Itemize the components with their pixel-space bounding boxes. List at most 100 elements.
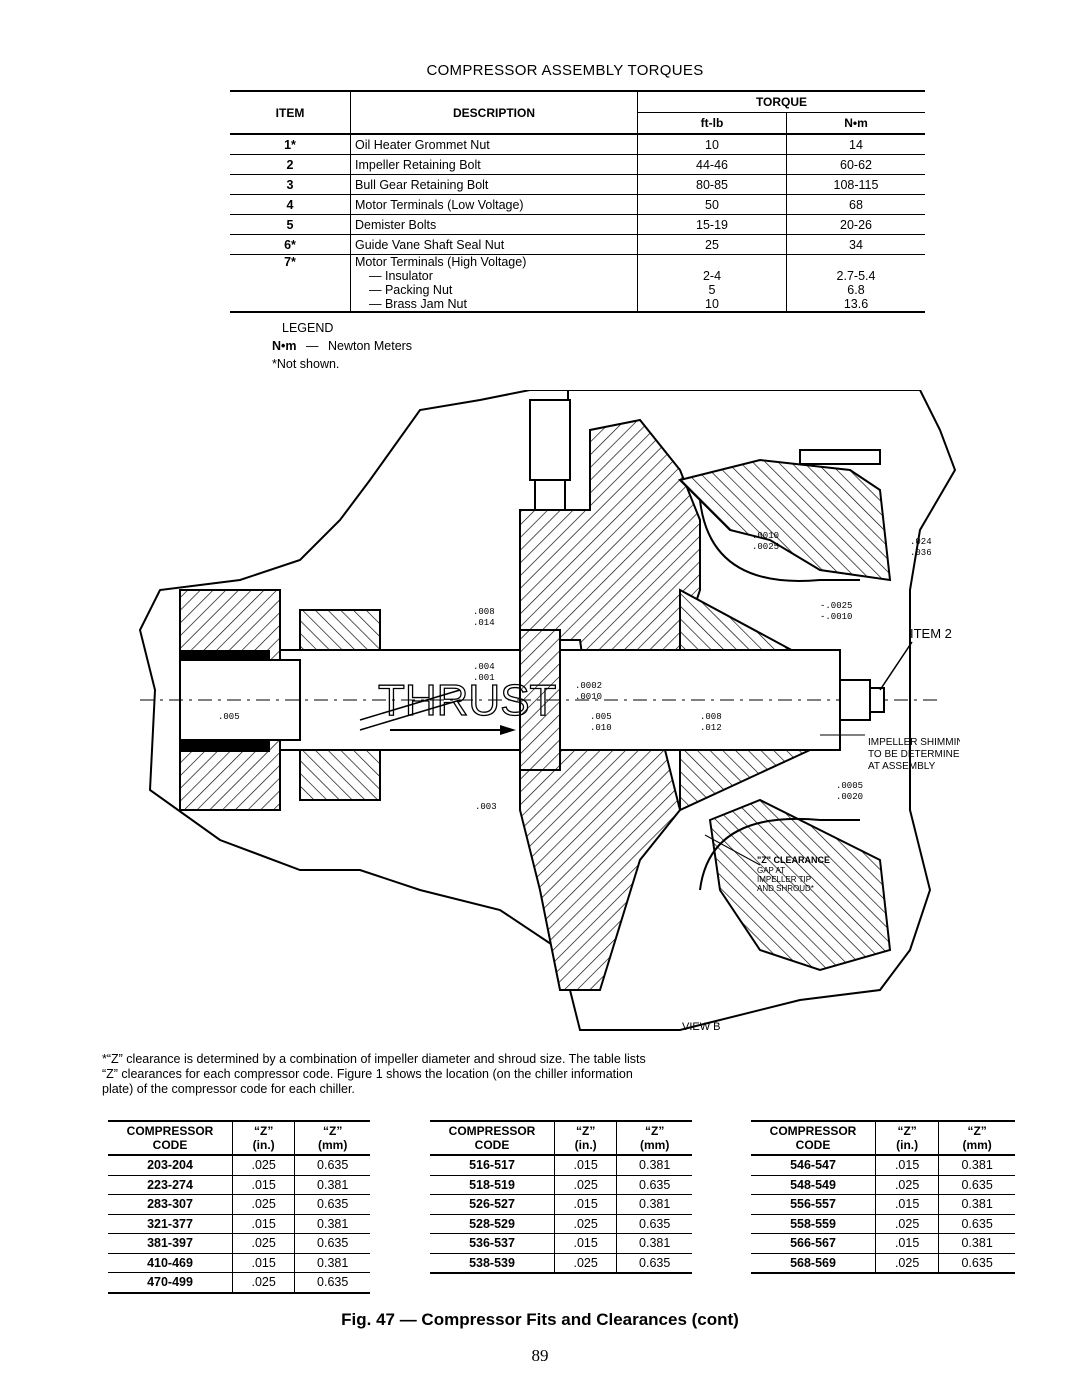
sub-ftlb: 10	[705, 297, 719, 311]
z-in: .015	[232, 1253, 296, 1273]
sub-ftlb: 5	[708, 283, 716, 297]
z-mm: 0.635	[616, 1214, 692, 1234]
dim-label: .0010	[575, 692, 602, 702]
z-mm: 0.381	[938, 1155, 1015, 1176]
z-code: 558-559	[751, 1214, 876, 1234]
row-description: Bull Gear Retaining Bolt	[350, 174, 638, 195]
z-code: 546-547	[751, 1155, 876, 1176]
legend: LEGEND N•m — Newton Meters *Not shown.	[272, 319, 412, 373]
dim-label: -.0025	[820, 601, 852, 611]
z-mm: 0.635	[938, 1175, 1015, 1195]
dim-label: -.0010	[820, 612, 852, 622]
z-code: 223-274	[108, 1175, 233, 1195]
page-number: 89	[531, 1346, 549, 1365]
z-mm: 0.381	[294, 1214, 370, 1234]
z-code: 526-527	[430, 1194, 555, 1215]
sub-nm: 13.6	[843, 297, 869, 311]
header-ftlb: ft-lb	[637, 112, 787, 135]
row-nm: 108-115	[786, 174, 925, 195]
row-description: Impeller Retaining Bolt	[350, 154, 638, 175]
z-code: 528-529	[430, 1214, 555, 1234]
legend-title: LEGEND	[282, 321, 334, 335]
row-nm: 20-26	[786, 214, 925, 235]
z-in: .025	[875, 1175, 940, 1195]
z-in: .025	[232, 1194, 296, 1215]
z-code: 518-519	[430, 1175, 555, 1195]
header-item: ITEM	[230, 91, 351, 135]
z-clearance-label: "Z" CLEARANCE	[757, 855, 830, 865]
row-ftlb: 44-46	[637, 154, 787, 175]
z-mm: 0.635	[938, 1214, 1015, 1234]
row-ftlb: 25	[637, 234, 787, 255]
z-mm: 0.635	[616, 1175, 692, 1195]
z-mm: 0.635	[294, 1155, 370, 1176]
dim-label: .010	[590, 723, 612, 733]
z-code: 566-567	[751, 1233, 876, 1254]
sub-ftlb: 2-4	[702, 269, 722, 283]
z-mm: 0.635	[938, 1253, 1015, 1274]
z-clearance-label: GAP AT	[757, 866, 785, 875]
row-ftlb: 10	[637, 134, 787, 155]
legend-meaning: Newton Meters	[328, 339, 413, 353]
z-in: .015	[875, 1155, 940, 1176]
z-code: 410-469	[108, 1253, 233, 1273]
z-code: 538-539	[430, 1253, 555, 1274]
dim-label: .004	[473, 662, 495, 672]
dim-label: .008	[473, 607, 495, 617]
impeller-shimming-label: AT ASSEMBLY	[868, 761, 936, 772]
row-item: 3	[230, 174, 351, 195]
z-in: .015	[554, 1194, 618, 1215]
legend-dash: —	[306, 339, 319, 353]
sub-nm: 6.8	[847, 283, 865, 297]
sub-label: — Insulator	[369, 269, 433, 283]
row-description: Guide Vane Shaft Seal Nut	[350, 234, 638, 255]
z-mm: 0.381	[294, 1175, 370, 1195]
z-mm: 0.635	[616, 1253, 692, 1274]
z-in: .025	[875, 1214, 940, 1234]
z-in: .015	[554, 1155, 618, 1176]
z-in: .025	[875, 1253, 940, 1274]
item2-label: ITEM 2	[910, 626, 952, 641]
z-code: 516-517	[430, 1155, 555, 1176]
row-item: 5	[230, 214, 351, 235]
header-nm: N•m	[786, 112, 925, 135]
z-in: .025	[554, 1253, 618, 1274]
z-code: 568-569	[751, 1253, 876, 1274]
row-ftlb: 80-85	[637, 174, 787, 195]
torque-table: ITEM DESCRIPTION TORQUE ft-lb N•m 1*Oil …	[230, 90, 925, 313]
header-torque: TORQUE	[637, 91, 925, 113]
row-item: 6*	[230, 234, 351, 255]
z-in: .015	[554, 1233, 618, 1254]
row-description: Motor Terminals (High Voltage) — Insulat…	[350, 254, 638, 312]
z-mm: 0.381	[616, 1233, 692, 1254]
z-code: 548-549	[751, 1175, 876, 1195]
z-mm: 0.635	[294, 1233, 370, 1254]
dim-label: .036	[910, 548, 932, 558]
z-in: .015	[875, 1194, 940, 1215]
dim-label: .024	[910, 537, 932, 547]
z-clearance-label: IMPELLER TIP	[757, 875, 811, 884]
row-item: 2	[230, 154, 351, 175]
legend-entry: N•m — Newton Meters	[272, 337, 412, 355]
